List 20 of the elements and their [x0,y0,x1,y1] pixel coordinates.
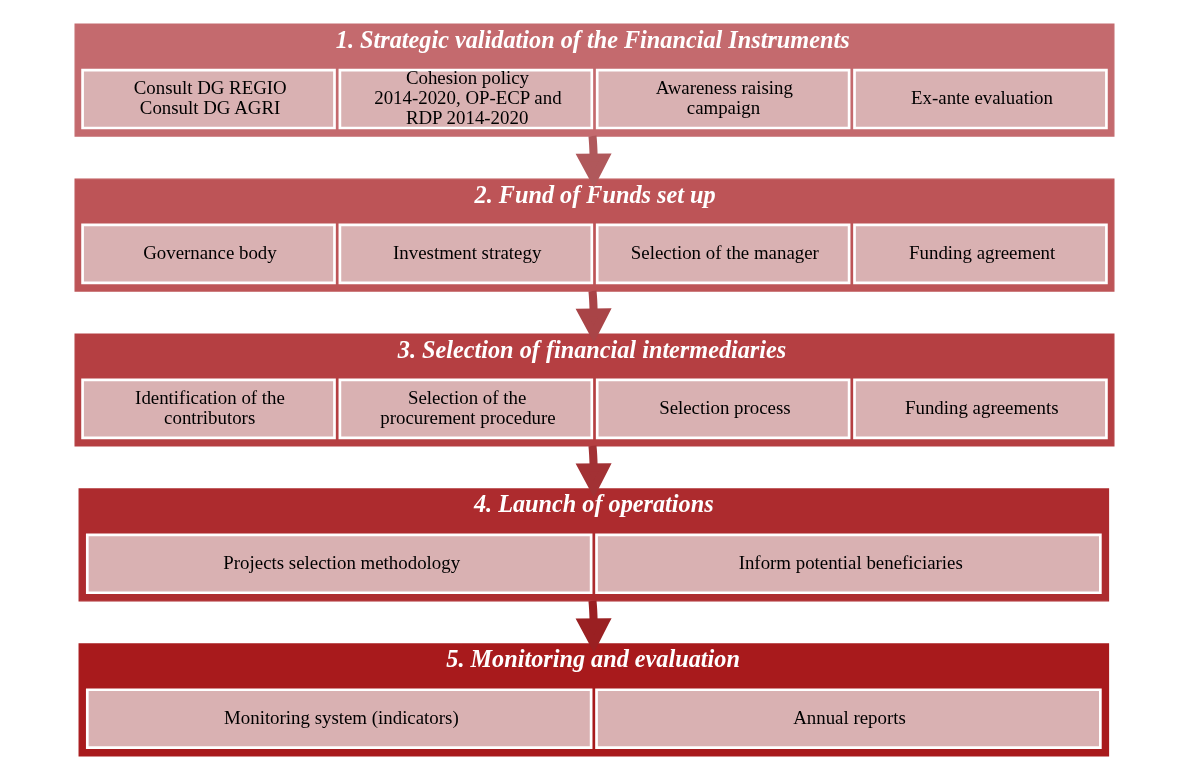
node-box: Inform potential beneficiaries [594,533,1102,595]
node-box: Consult DG REGIO Consult DG AGRI [80,68,336,130]
node-box: Cohesion policy 2014-2020, OP-ECP and RDP 2014-2020 [338,68,593,130]
node-box: Annual reports [594,688,1102,749]
arrow [575,290,612,343]
arrow [575,135,612,188]
arrow [575,445,612,498]
node-box: Governance body [80,223,336,285]
node-box: Awareness raising campaign [595,68,850,130]
node-box: Investment strategy [338,223,593,285]
node-box: Selection of the procurement procedure [338,378,593,440]
node-box: Identification of the contributors [80,378,336,440]
node-box: Selection process [595,378,850,440]
node-box: Selection of the manager [595,223,850,285]
node-box: Monitoring system (indicators) [85,688,592,749]
node-box: Ex-ante evaluation [852,68,1108,130]
arrow [575,600,612,653]
node-box: Funding agreement [852,223,1108,285]
node-box: Funding agreements [852,378,1108,440]
node-box: Projects selection methodology [85,533,592,595]
